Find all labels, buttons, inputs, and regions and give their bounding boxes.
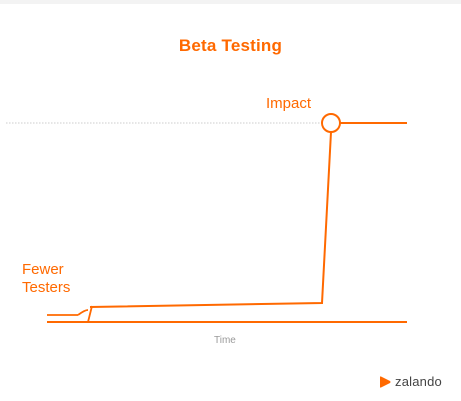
brand-name: zalando <box>395 374 442 389</box>
testers-label: Testers <box>22 279 71 296</box>
tester-connector <box>47 305 93 323</box>
time-axis-label: Time <box>214 335 236 346</box>
top-band <box>0 0 461 4</box>
beta-curve <box>89 131 332 308</box>
impact-circle <box>321 113 341 133</box>
fewer-label: Fewer <box>22 261 64 278</box>
slide-title: Beta Testing <box>178 36 283 55</box>
brand-logo: zalando <box>379 374 442 389</box>
impact-label: Impact <box>266 95 312 112</box>
zalando-logo-icon <box>380 375 391 388</box>
